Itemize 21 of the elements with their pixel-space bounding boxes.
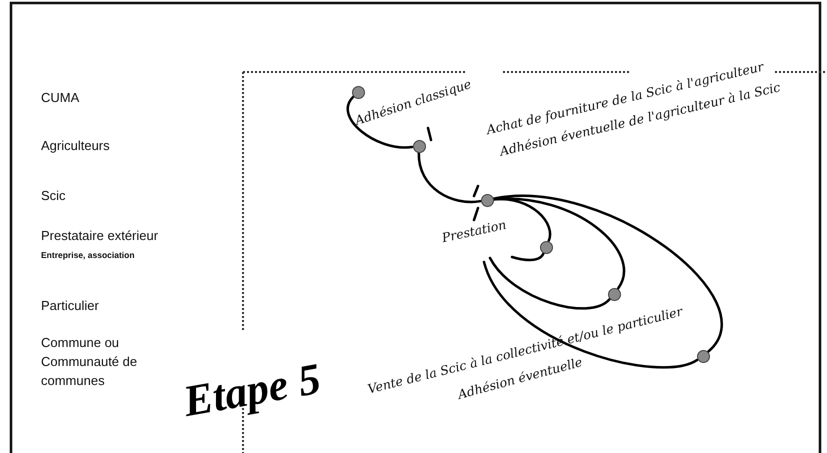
row-sublabel: Entreprise, association bbox=[41, 249, 135, 262]
circle-node bbox=[352, 86, 364, 98]
circle-node bbox=[480, 194, 494, 206]
row-label: CUMA bbox=[41, 89, 80, 107]
connector-curve bbox=[492, 194, 723, 353]
row-label: Prestataire extérieur bbox=[41, 227, 158, 245]
connector-curve bbox=[492, 198, 626, 290]
circle-node bbox=[540, 240, 552, 254]
row-label: Agriculteurs bbox=[41, 137, 110, 155]
row-label: Scic bbox=[41, 187, 66, 205]
circle-node bbox=[608, 288, 620, 300]
connector-curve bbox=[488, 256, 611, 310]
step-title: Etape 5 bbox=[180, 352, 324, 428]
row-label: Particulier bbox=[41, 297, 99, 315]
circle-node bbox=[696, 350, 710, 362]
row-label: Commune ou Communauté de communes bbox=[41, 334, 138, 390]
circle-node bbox=[412, 140, 426, 152]
curve-label: Prestation bbox=[440, 216, 508, 246]
connector-curve bbox=[510, 252, 545, 262]
connector-curve bbox=[418, 152, 482, 204]
connector-curve bbox=[482, 260, 698, 368]
